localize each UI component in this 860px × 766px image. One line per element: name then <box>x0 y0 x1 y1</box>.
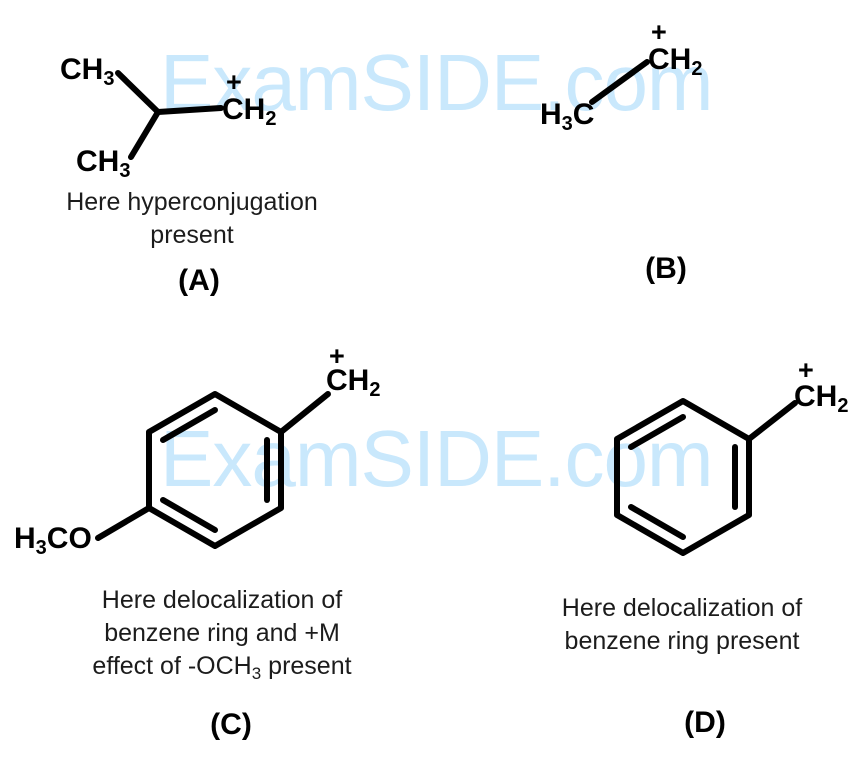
caption-a: Here hyperconjugation present <box>27 186 357 252</box>
bond-a-ch3top <box>115 70 161 115</box>
option-label-c: (C) <box>210 708 252 741</box>
bond-c-och3 <box>95 505 152 541</box>
caption-a-line1: Here hyperconjugation <box>66 188 318 216</box>
charge-b: + <box>651 17 667 47</box>
ring-d-outline <box>614 398 752 556</box>
option-label-b: (B) <box>645 252 687 285</box>
ring-c-double-bond-3 <box>160 497 218 533</box>
benzene-ring-d <box>614 398 798 556</box>
charge-d: + <box>798 355 814 385</box>
charge-a: + <box>226 67 242 97</box>
label-a-ch3-bottom: CH3 <box>76 145 131 182</box>
bond-a-ch2 <box>155 105 224 115</box>
ring-d-double-bond-1 <box>628 414 686 450</box>
caption-d-line2: benzene ring present <box>564 627 800 655</box>
caption-c-line1: Here delocalization of <box>101 586 343 614</box>
label-c-h3co: H3CO <box>14 522 92 559</box>
bond-c-ch2 <box>278 391 331 435</box>
structure-b-skeleton <box>589 59 650 105</box>
ring-c-double-bond-1 <box>160 407 218 443</box>
label-a-ch2: CH2 <box>222 93 277 130</box>
bond-b-ch2 <box>589 59 650 105</box>
label-b-h3c: H3C <box>540 98 595 135</box>
benzene-ring-c <box>95 391 331 549</box>
caption-c: Here delocalization of benzene ring and … <box>62 584 382 683</box>
caption-c-line2: benzene ring and +M <box>104 619 340 647</box>
label-d-ch2: CH2 <box>794 380 849 417</box>
label-b-ch2: CH2 <box>648 43 703 80</box>
option-label-d: (D) <box>684 706 726 739</box>
caption-d: Here delocalization of benzene ring pres… <box>522 592 842 658</box>
bond-d-ch2 <box>746 400 798 442</box>
label-c-ch2: CH2 <box>326 364 381 401</box>
label-a-ch3-top: CH3 <box>60 53 115 90</box>
watermark-bottom: ExamSIDE.com <box>160 414 714 503</box>
option-label-a: (A) <box>178 264 220 297</box>
caption-c-line3: effect of -OCH3 present <box>92 652 352 683</box>
caption-a-line2: present <box>150 221 234 249</box>
caption-d-line1: Here delocalization of <box>561 594 803 622</box>
charge-c: + <box>329 341 345 371</box>
structure-a-skeleton <box>115 70 224 160</box>
bond-a-ch3bot <box>128 109 161 160</box>
ring-d-double-bond-3 <box>628 504 686 540</box>
ring-c-outline <box>146 391 284 549</box>
